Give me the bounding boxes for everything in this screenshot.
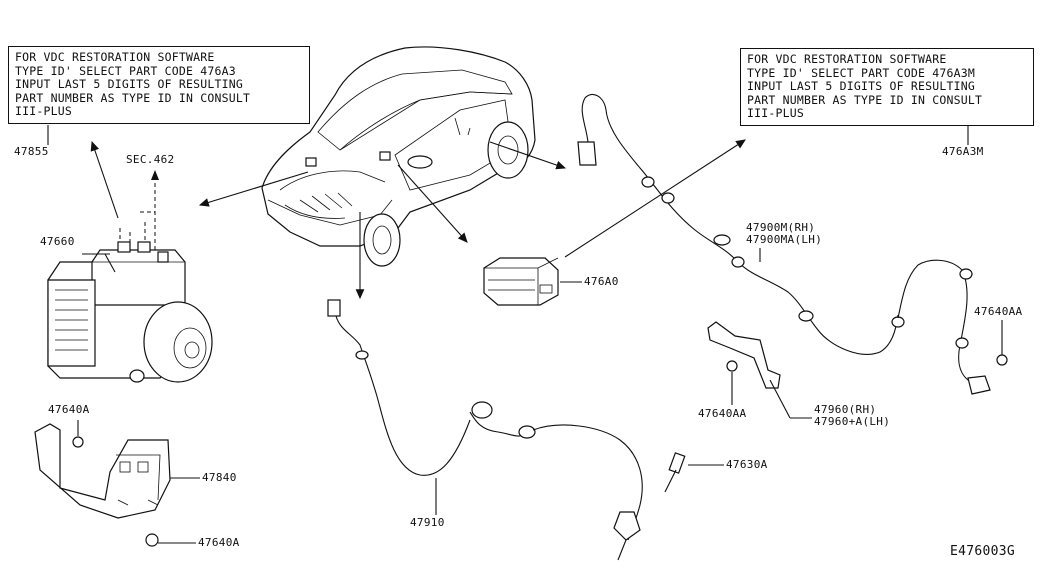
label-47855: 47855 [14,145,49,158]
label-47630A: 47630A [726,458,768,471]
vehicle-illustration [261,46,536,267]
arrow-to-rear-harness [489,141,567,170]
yaw-rate-sensor [483,257,559,306]
label-476A0: 476A0 [584,275,619,288]
abs-bracket [34,423,171,547]
label-476A3M: 476A3M [942,145,984,158]
arrow-to-note-left [90,140,119,219]
label-47900M: 47900M(RH) 47900MA(LH) [746,221,823,246]
label-47640AA-right: 47640AA [974,305,1023,318]
label-47840: 47840 [202,471,237,484]
rear-sensor-harness [577,93,991,395]
label-47960: 47960(RH) 47960+A(LH) [814,403,891,428]
front-sensor-harness [327,299,643,561]
leader-47960 [769,379,791,419]
note-right: FOR VDC RESTORATION SOFTWARE TYPE ID' SE… [740,48,1034,126]
note-left: FOR VDC RESTORATION SOFTWARE TYPE ID' SE… [8,46,310,124]
label-sec462: SEC.462 [126,153,175,166]
label-47640A-bottom: 47640A [198,536,240,549]
abs-actuator-unit [47,241,213,383]
label-47640A-top: 47640A [48,403,90,416]
rear-sensor-bracket [707,321,781,389]
label-47640AA-mid: 47640AA [698,407,747,420]
arrow-to-abs [198,171,309,207]
arrow-to-note-right [564,139,746,258]
label-47910: 47910 [410,516,445,529]
diagram-code: E476003G [950,544,1016,559]
label-47660: 47660 [40,235,75,248]
front-wheel-sensor [664,452,686,493]
arrow-to-sensor [397,164,468,243]
